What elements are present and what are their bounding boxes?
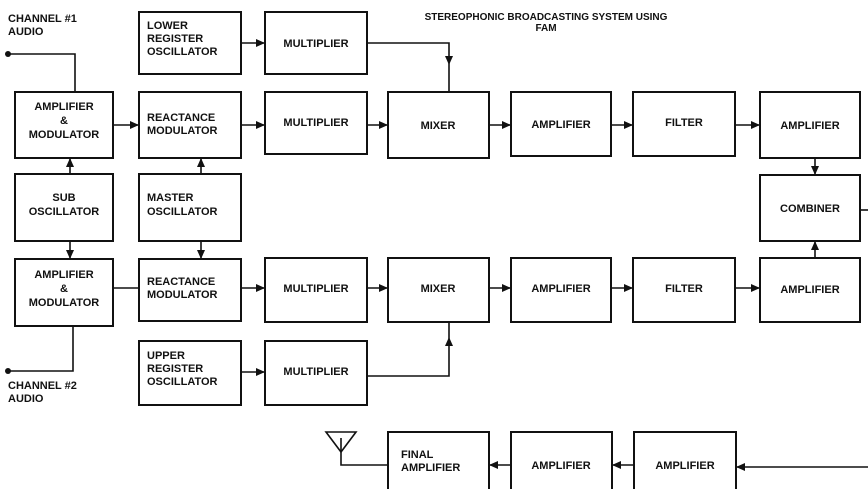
block-label-line: MASTER xyxy=(147,192,194,204)
block-label-line: REGISTER xyxy=(147,363,203,375)
block-label-line: FILTER xyxy=(665,283,703,295)
block-amplifier-output-1: AMPLIFIER xyxy=(510,431,613,489)
block-label-line: REACTANCE xyxy=(147,112,215,124)
block-label-line: LOWER xyxy=(147,20,188,32)
title-line-2: FAM xyxy=(535,23,556,34)
block-label-line: MODULATOR xyxy=(29,129,100,141)
block-combiner: COMBINER xyxy=(759,174,861,242)
block-sub-oscillator: SUB OSCILLATOR xyxy=(14,173,114,242)
block-label-line: AMPLIFIER xyxy=(780,284,839,296)
block-amplifier-1b: AMPLIFIER xyxy=(759,91,861,159)
block-label-line: MULTIPLIER xyxy=(283,366,348,378)
channel-2-audio-label: AUDIO xyxy=(8,393,44,405)
wire-channel2-to-ampmod2 xyxy=(8,326,74,372)
block-mixer-1: MIXER xyxy=(387,91,490,159)
channel-2-label: CHANNEL #2 xyxy=(8,380,77,392)
block-upper-register-oscillator: UPPER REGISTER OSCILLATOR xyxy=(138,340,242,406)
block-label-line: AMPLIFIER xyxy=(34,269,93,281)
block-label-line: MIXER xyxy=(421,283,456,295)
channel-1-label: CHANNEL #1 xyxy=(8,13,77,25)
block-label-line: AMPLIFIER xyxy=(531,460,590,472)
block-label-line: MULTIPLIER xyxy=(283,38,348,50)
block-label-line: OSCILLATOR xyxy=(147,46,218,58)
block-label-line: AMPLIFIER xyxy=(401,462,460,474)
block-amplifier-output-2: AMPLIFIER xyxy=(633,431,737,489)
block-label-line: OSCILLATOR xyxy=(147,376,218,388)
block-label-line: FILTER xyxy=(665,117,703,129)
block-label-line: MULTIPLIER xyxy=(283,283,348,295)
channel-1-audio-label: AUDIO xyxy=(8,26,44,38)
input-terminal-1 xyxy=(5,51,11,57)
block-amplifier-modulator-2: AMPLIFIER & MODULATOR xyxy=(14,258,114,327)
block-multiplier-1: MULTIPLIER xyxy=(264,91,368,155)
block-label-line: MODULATOR xyxy=(29,297,100,309)
diagram-title: STEREOPHONIC BROADCASTING SYSTEM USING F… xyxy=(425,12,668,34)
block-label-line: AMPLIFIER xyxy=(780,120,839,132)
arrowheads xyxy=(66,39,819,471)
block-master-oscillator: MASTER OSCILLATOR xyxy=(138,173,242,242)
block-label-line: OSCILLATOR xyxy=(29,206,100,218)
antenna-icon xyxy=(324,431,358,454)
input-terminal-2 xyxy=(5,368,11,374)
block-label-line: & xyxy=(60,115,68,127)
block-label-line: & xyxy=(60,283,68,295)
block-multiplier-bottom: MULTIPLIER xyxy=(264,340,368,406)
block-amplifier-modulator-1: AMPLIFIER & MODULATOR xyxy=(14,91,114,159)
blocks: LOWER REGISTER OSCILLATOR MULTIPLIER AMP… xyxy=(14,11,861,489)
block-label-line: MODULATOR xyxy=(147,289,218,301)
block-label-line: REGISTER xyxy=(147,33,203,45)
block-amplifier-1: AMPLIFIER xyxy=(510,91,612,157)
block-label-line: SUB xyxy=(52,192,75,204)
block-label-line: AMPLIFIER xyxy=(655,460,714,472)
block-filter-1: FILTER xyxy=(632,91,736,157)
block-label-line: UPPER xyxy=(147,350,185,362)
block-label-line: FINAL xyxy=(401,449,434,461)
block-label-line: COMBINER xyxy=(780,203,840,215)
block-reactance-modulator-2: REACTANCE MODULATOR xyxy=(138,258,242,322)
wire-channel1-to-ampmod1 xyxy=(8,53,76,92)
block-label-line: REACTANCE xyxy=(147,276,215,288)
block-amplifier-2b: AMPLIFIER xyxy=(759,257,861,323)
block-label-line: AMPLIFIER xyxy=(531,119,590,131)
block-label-line: MODULATOR xyxy=(147,125,218,137)
block-label-line: OSCILLATOR xyxy=(147,206,218,218)
block-label-line: AMPLIFIER xyxy=(531,283,590,295)
block-label-line: MIXER xyxy=(421,120,456,132)
channel-2-input: CHANNEL #2 AUDIO xyxy=(8,380,77,405)
block-multiplier-2: MULTIPLIER xyxy=(264,257,368,323)
channel-1-input: CHANNEL #1 AUDIO xyxy=(8,13,77,38)
block-multiplier-top: MULTIPLIER xyxy=(264,11,368,75)
block-label-line: MULTIPLIER xyxy=(283,117,348,129)
block-final-amplifier: FINAL AMPLIFIER xyxy=(387,431,490,489)
title-line-1: STEREOPHONIC BROADCASTING SYSTEM USING xyxy=(425,12,668,23)
block-label-line: AMPLIFIER xyxy=(34,101,93,113)
block-filter-2: FILTER xyxy=(632,257,736,323)
block-reactance-modulator-1: REACTANCE MODULATOR xyxy=(138,91,242,159)
block-amplifier-2: AMPLIFIER xyxy=(510,257,612,323)
block-lower-register-oscillator: LOWER REGISTER OSCILLATOR xyxy=(138,11,242,75)
block-mixer-2: MIXER xyxy=(387,257,490,323)
